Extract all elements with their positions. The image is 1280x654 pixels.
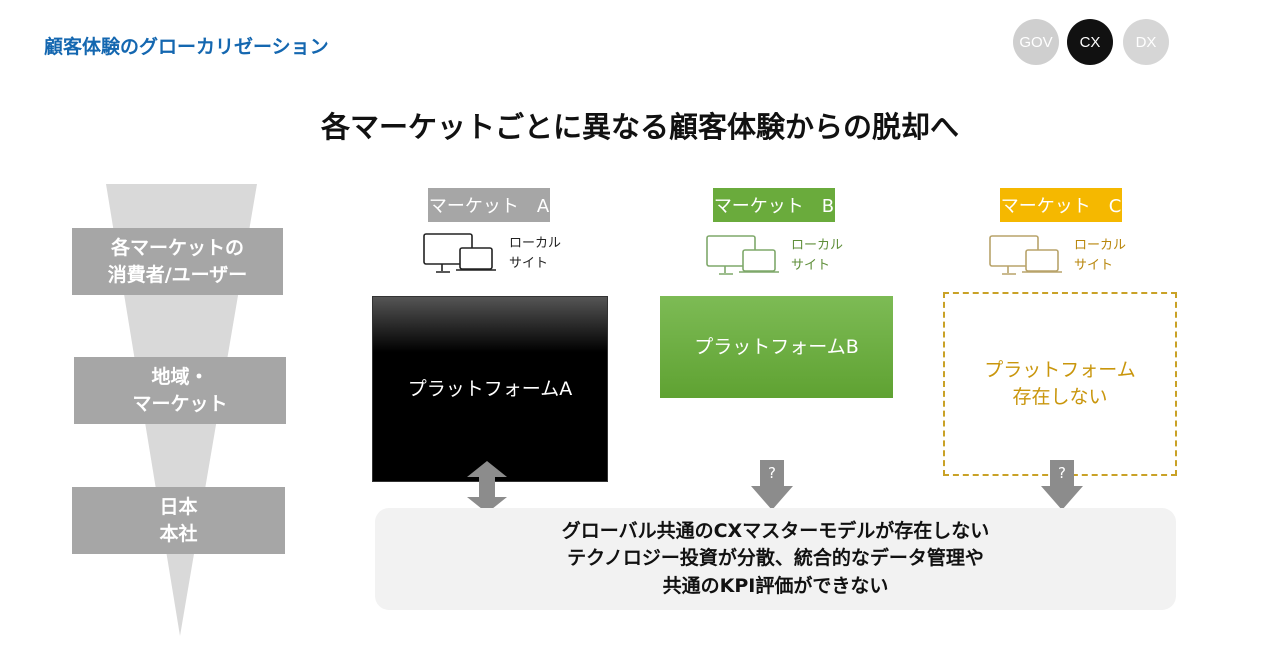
market-c-site-label: ローカル サイト — [1074, 238, 1127, 273]
market-a-label: マーケット A — [428, 188, 550, 222]
devices-icon — [989, 235, 1062, 275]
level-regional-market: 地域・ マーケット — [74, 357, 286, 424]
platform-b: プラットフォームB — [660, 296, 893, 398]
summary-line: テクノロジー投資が分散、統合的なデータ管理や — [567, 547, 984, 570]
summary-line: グローバル共通のCXマスターモデルが存在しない — [561, 519, 990, 542]
badge-dx[interactable]: DX — [1123, 19, 1169, 65]
level-japan-hq: 日本 本社 — [72, 487, 285, 554]
question-arrow-b: ? — [751, 460, 793, 510]
down-arrow-icon — [751, 460, 793, 510]
market-b-label: マーケット B — [713, 188, 835, 222]
devices-icon — [423, 233, 496, 273]
badge-cx[interactable]: CX — [1067, 19, 1113, 65]
summary-line: 共通のKPI評価ができない — [662, 574, 889, 597]
question-arrow-c: ? — [1041, 460, 1083, 510]
platform-c-missing: プラットフォーム 存在しない — [943, 292, 1177, 476]
question-mark: ? — [768, 464, 776, 482]
double-arrow-icon — [467, 461, 507, 513]
question-mark: ? — [1058, 464, 1066, 482]
market-c-label: マーケット C — [1000, 188, 1122, 222]
down-arrow-icon — [1041, 460, 1083, 510]
market-a-site-label: ローカル サイト — [509, 236, 562, 271]
main-heading: 各マーケットごとに異なる顧客体験からの脱却へ — [320, 110, 959, 144]
level-consumers: 各マーケットの 消費者/ユーザー — [72, 228, 283, 295]
platform-a: プラットフォームA — [372, 296, 608, 482]
devices-icon — [706, 235, 779, 275]
summary-box: グローバル共通のCXマスターモデルが存在しない テクノロジー投資が分散、統合的な… — [375, 508, 1176, 610]
badge-gov[interactable]: GOV — [1013, 19, 1059, 65]
slide-title: 顧客体験のグローカリゼーション — [44, 36, 329, 58]
market-b-site-label: ローカル サイト — [791, 238, 844, 273]
